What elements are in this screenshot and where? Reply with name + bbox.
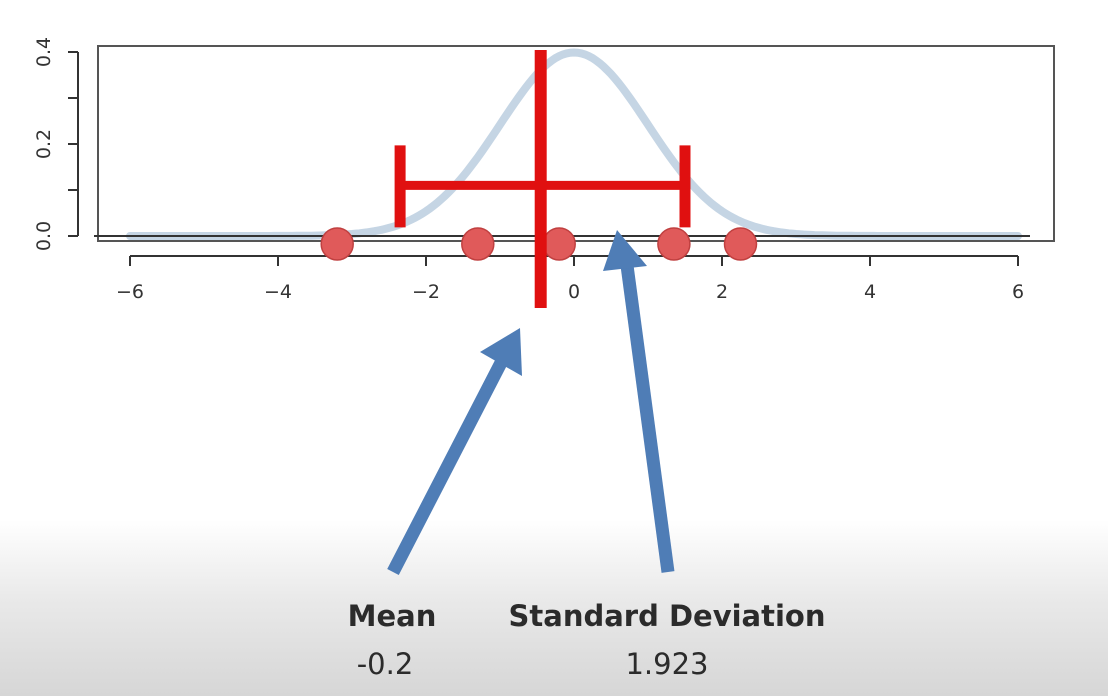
mean-label: Mean — [348, 599, 437, 633]
data-point — [461, 227, 495, 261]
x-tick-label: 0 — [568, 281, 580, 303]
data-point — [320, 227, 354, 261]
plot-frame — [97, 45, 1055, 242]
sd-arrow-shaft — [619, 257, 675, 573]
x-tick-label: 6 — [1012, 281, 1024, 303]
x-tick-label: −4 — [264, 281, 292, 303]
mean-sd-markers — [394, 50, 691, 308]
data-point — [723, 227, 758, 261]
mean-arrowhead — [480, 328, 522, 376]
x-tick-label: −2 — [412, 281, 440, 303]
y-tick-label: 0.0 — [33, 221, 55, 251]
mean-value: -0.2 — [357, 647, 414, 681]
y-tick-label: 0.4 — [33, 37, 55, 67]
y-tick-label: 0.2 — [33, 129, 55, 159]
sd-arrowhead — [603, 230, 647, 271]
x-tick-label: 4 — [864, 281, 876, 303]
sd-value: 1.923 — [625, 647, 708, 681]
density-curve — [126, 48, 1022, 240]
y-axis: 0.0 0.2 0.4 — [33, 37, 79, 251]
x-tick-label: −6 — [116, 281, 144, 303]
data-point — [657, 227, 691, 261]
x-tick-label: 2 — [716, 281, 728, 303]
sd-label: Standard Deviation — [509, 599, 826, 633]
annotation-arrows — [387, 230, 675, 575]
mean-arrow-shaft — [387, 352, 511, 575]
data-point — [542, 227, 576, 261]
x-axis: −6 −4 −2 0 2 4 6 — [116, 255, 1024, 303]
